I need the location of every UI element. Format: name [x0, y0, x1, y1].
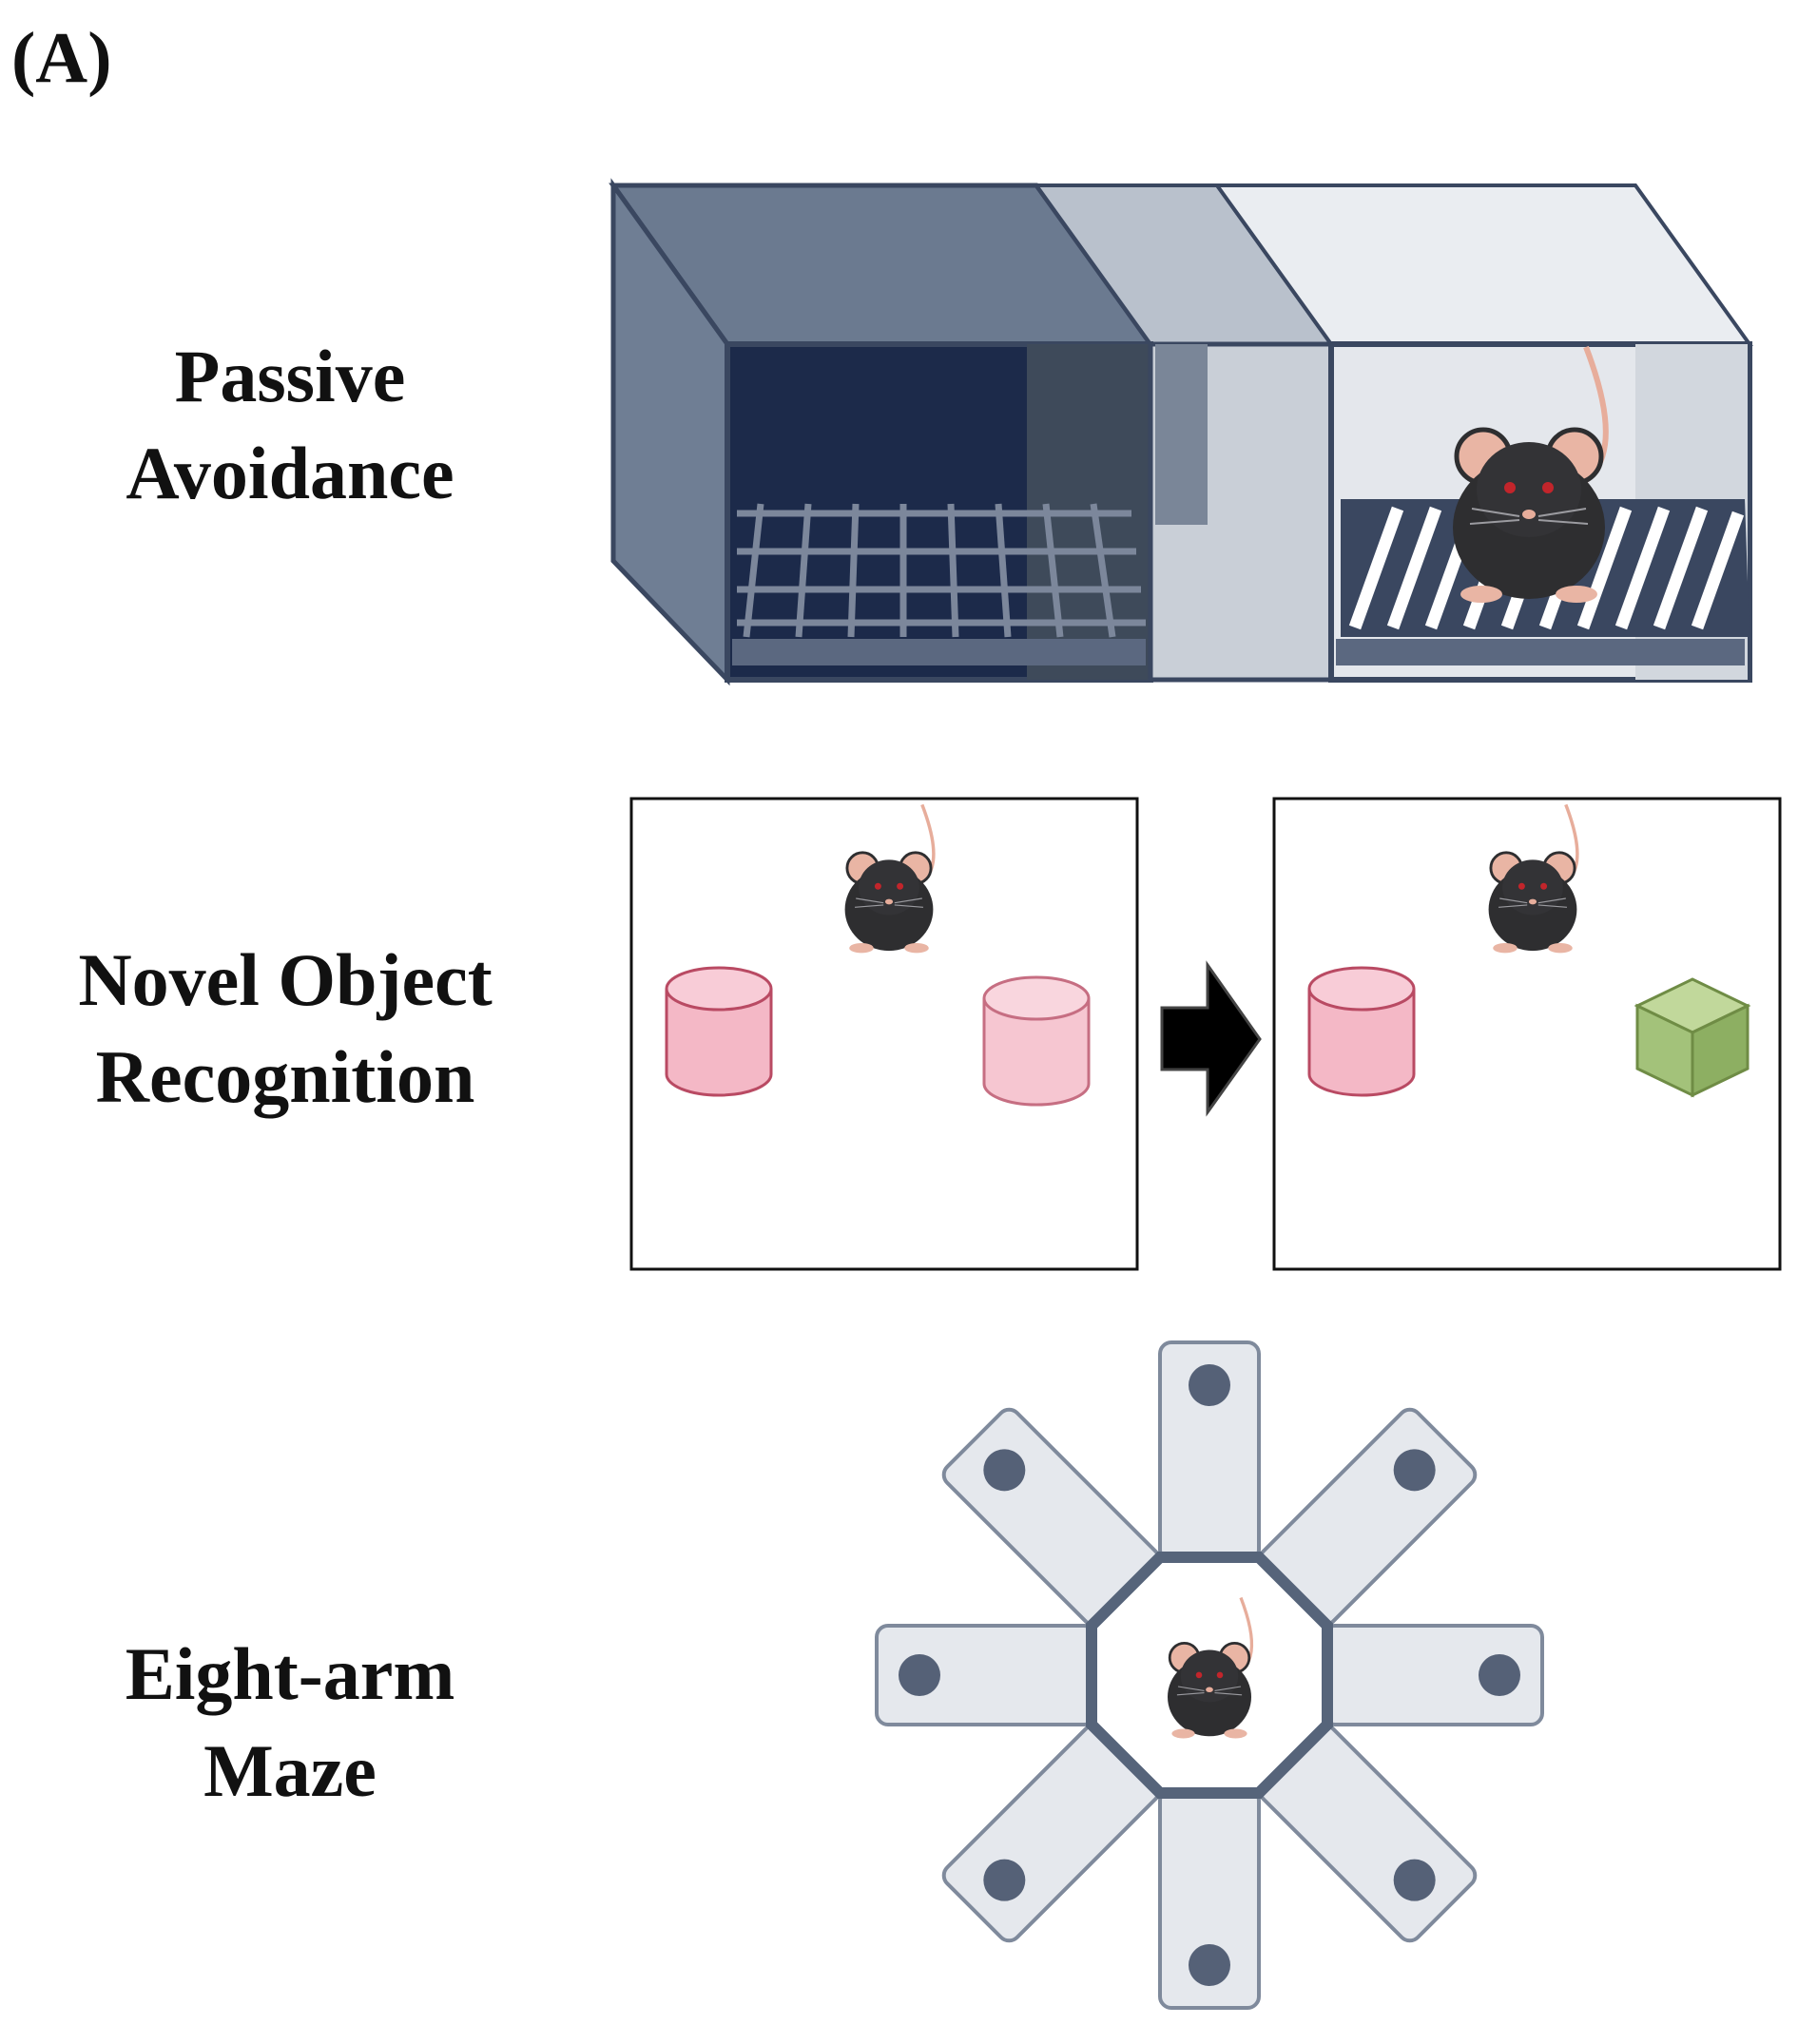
maze-arm — [1158, 1340, 1261, 1563]
cylinder-object — [665, 966, 773, 1097]
maze-arm — [1322, 1624, 1544, 1726]
label-line-1: Passive — [174, 335, 406, 417]
cylinder-object — [982, 975, 1091, 1107]
maze-arm — [875, 1624, 1097, 1726]
label-line-2: Avoidance — [126, 432, 454, 514]
maze-arm — [1158, 1787, 1261, 2010]
label-line-2: Maze — [203, 1729, 377, 1812]
label-line-1: Eight-arm — [125, 1632, 455, 1715]
passive-avoidance-apparatus — [609, 178, 1753, 686]
grid-floor — [737, 503, 1146, 638]
label-line-2: Recognition — [95, 1035, 475, 1118]
novel-object-recognition-diagram — [629, 797, 1782, 1271]
arrow-right-icon — [1160, 960, 1262, 1117]
label-novel-object-recognition: Novel Object Recognition — [19, 932, 551, 1126]
eight-arm-maze-diagram — [875, 1340, 1544, 2010]
label-line-1: Novel Object — [78, 938, 493, 1021]
cylinder-object — [1307, 966, 1416, 1097]
label-eight-arm-maze: Eight-arm Maze — [57, 1626, 523, 1820]
panel-label: (A) — [11, 18, 112, 98]
cube-object — [1634, 977, 1751, 1098]
label-passive-avoidance: Passive Avoidance — [57, 328, 523, 522]
